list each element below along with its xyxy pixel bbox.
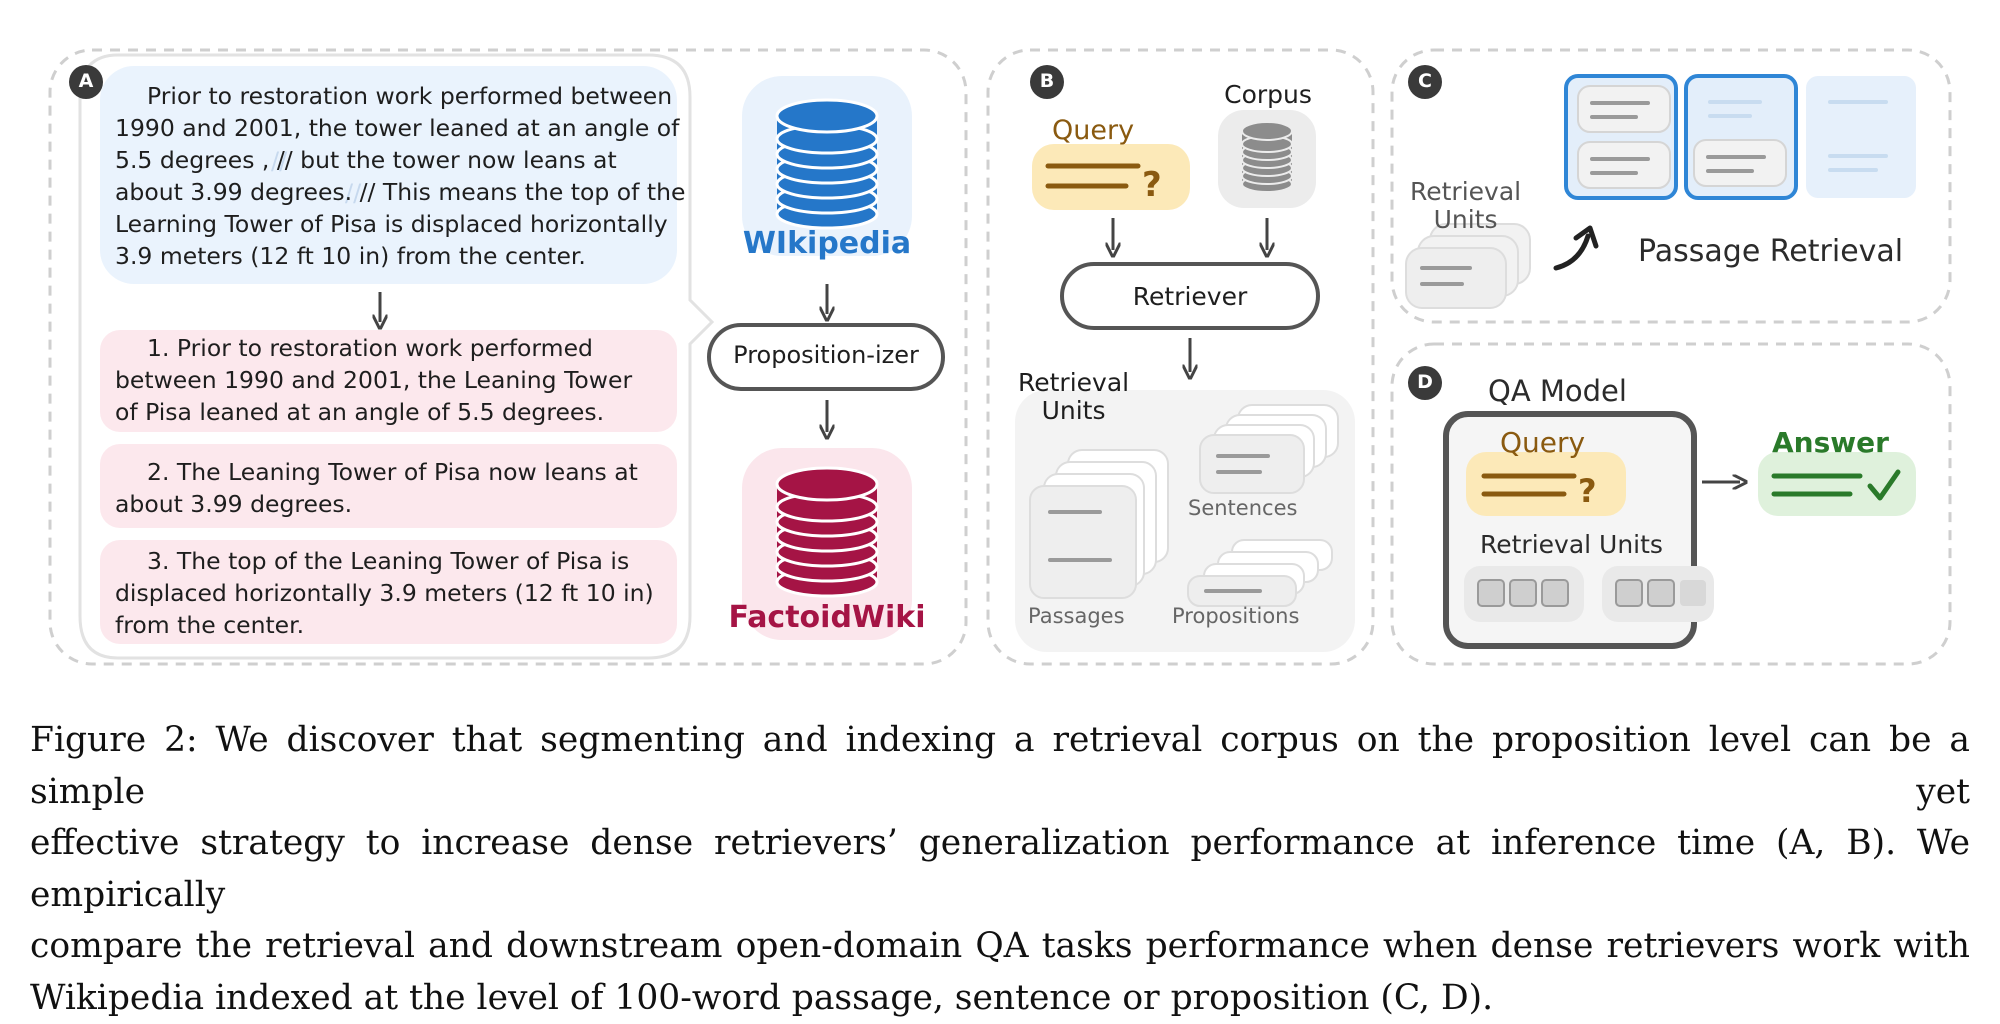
proposition-1-text: 1. Prior to restoration work performed b… bbox=[115, 334, 633, 426]
badge-b bbox=[1030, 65, 1064, 99]
badge-c bbox=[1408, 65, 1442, 99]
badge-b-label: B bbox=[1039, 70, 1055, 92]
database-icon-factoidwiki bbox=[775, 466, 879, 598]
sentences-stack-icon bbox=[1199, 404, 1339, 494]
query-label-d: Query bbox=[1500, 426, 1586, 459]
query-box-b bbox=[1032, 144, 1190, 210]
query-box-d bbox=[1466, 452, 1626, 516]
answer-label: Answer bbox=[1772, 426, 1889, 459]
panel-c-frame bbox=[1390, 48, 1952, 324]
qa-model-title: QA Model bbox=[1488, 374, 1627, 408]
retrieval-units-stack-icon bbox=[1405, 223, 1531, 309]
wikipedia-label: WIkipedia bbox=[742, 226, 912, 261]
propositionizer-box bbox=[707, 323, 945, 391]
proposition-2-text: 2. The Leaning Tower of Pisa now leans a… bbox=[115, 458, 638, 518]
retrieval-units-label-d: Retrieval Units bbox=[1480, 530, 1663, 559]
passages-stack-icon bbox=[1029, 449, 1169, 599]
database-icon-corpus bbox=[1241, 121, 1293, 193]
panel-a-frame bbox=[48, 48, 968, 666]
checkmark-icon bbox=[1867, 469, 1901, 501]
factoidwiki-label: FactoidWiki bbox=[728, 600, 926, 635]
propositions-label: Propositions bbox=[1172, 604, 1300, 628]
query-label-b: Query bbox=[1052, 115, 1135, 146]
passage-box bbox=[100, 66, 677, 284]
retriever-label: Retriever bbox=[1132, 282, 1248, 311]
svg-text:?: ? bbox=[1578, 472, 1597, 510]
svg-text://: // bbox=[271, 147, 288, 175]
propositions-stack-icon bbox=[1187, 539, 1333, 607]
query-lines-icon bbox=[1045, 163, 1141, 189]
badge-d-label: D bbox=[1417, 371, 1433, 393]
answer-box bbox=[1758, 452, 1916, 516]
sentences-label: Sentences bbox=[1188, 496, 1298, 520]
figure-diagram: // // ? bbox=[48, 48, 1952, 666]
panel-b-frame bbox=[986, 48, 1375, 666]
svg-text://: // bbox=[345, 179, 362, 207]
svg-text:?: ? bbox=[1142, 165, 1162, 205]
propositionizer-label: Proposition-izer bbox=[733, 341, 919, 369]
panel-d-frame bbox=[1390, 342, 1952, 666]
retrieval-units-label-b: Retrieval Units bbox=[1018, 368, 1130, 425]
passages-label: Passages bbox=[1028, 604, 1125, 628]
passage-text: Prior to restoration work performed betw… bbox=[115, 82, 686, 270]
retrieved-passages bbox=[1564, 74, 1916, 200]
corpus-label: Corpus bbox=[1224, 80, 1312, 109]
badge-c-label: C bbox=[1418, 70, 1432, 92]
retriever-box bbox=[1060, 262, 1320, 330]
figure-caption: Figure 2: We discover that segmenting an… bbox=[30, 720, 1970, 1018]
proposition-box-3 bbox=[100, 540, 677, 644]
proposition-box-2 bbox=[100, 444, 677, 528]
proposition-box-1 bbox=[100, 330, 677, 432]
passage-retrieval-title: Passage Retrieval bbox=[1638, 234, 1904, 269]
badge-d bbox=[1408, 366, 1442, 400]
curved-arrow-icon bbox=[1553, 233, 1591, 271]
retrieval-units-label-c: Retrieval Units bbox=[1410, 177, 1522, 234]
badge-a bbox=[69, 65, 103, 99]
badge-a-label: A bbox=[78, 70, 94, 92]
proposition-3-text: 3. The top of the Leaning Tower of Pisa … bbox=[115, 547, 654, 639]
database-icon-wikipedia bbox=[775, 98, 879, 230]
